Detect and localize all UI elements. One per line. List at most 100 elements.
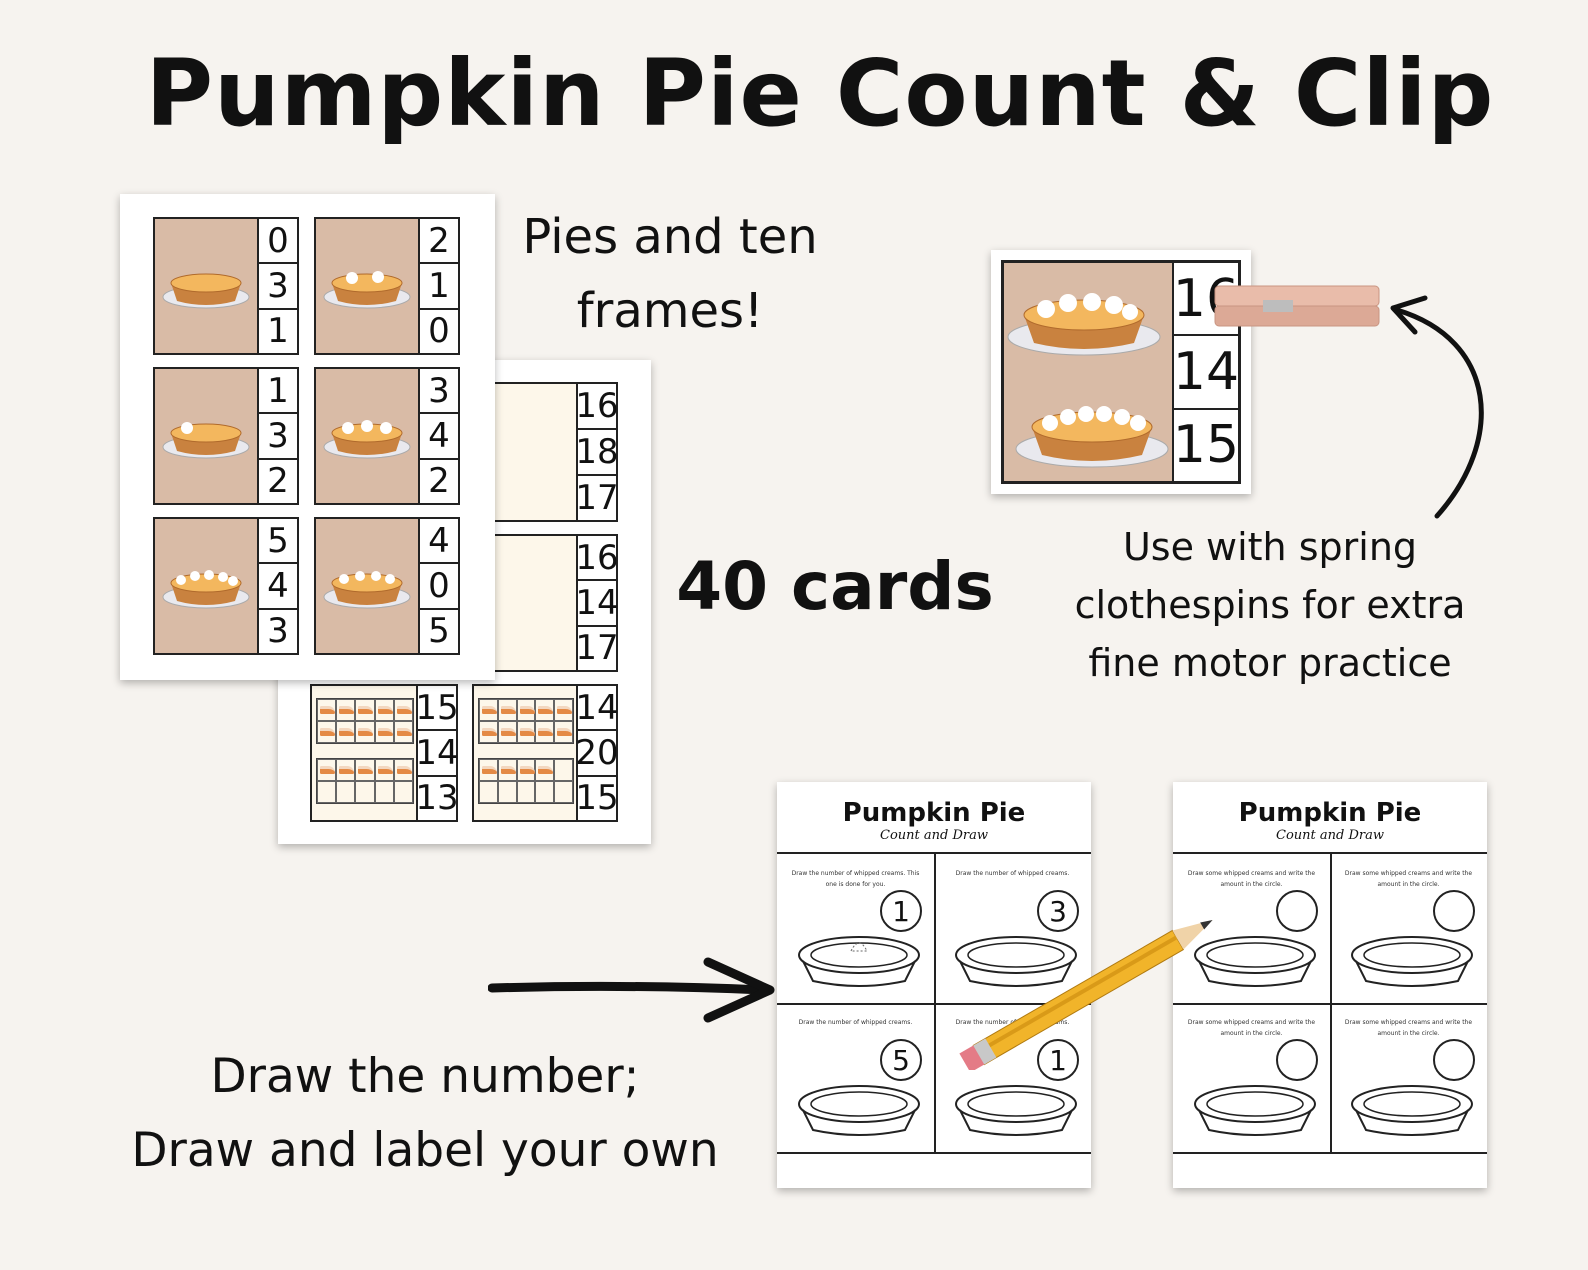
number-choice: 16 xyxy=(575,536,619,582)
number-choices: 0 3 1 xyxy=(257,219,297,353)
pie-outline-icon xyxy=(1351,1085,1473,1136)
number-choice: 4 xyxy=(420,414,458,460)
number-circle xyxy=(1433,1039,1475,1081)
pie-icon xyxy=(162,570,250,609)
caption-line: frames! xyxy=(576,283,764,339)
number-choice: 3 xyxy=(267,611,289,652)
ten-frame xyxy=(478,698,574,744)
number-choice: 0 xyxy=(259,219,297,265)
number-choice: 0 xyxy=(428,311,450,352)
pie-card: 2 1 0 xyxy=(314,217,460,355)
number-circle xyxy=(1276,890,1318,932)
pie-icon xyxy=(162,422,250,459)
pie-image xyxy=(316,369,418,503)
number-circle xyxy=(1433,890,1475,932)
number-choice: 2 xyxy=(428,461,450,502)
number-choice: 3 xyxy=(259,264,297,310)
pie-card: 1 3 2 xyxy=(153,367,299,505)
caption-line: Draw and label your own xyxy=(131,1123,719,1178)
number-choice: 14 xyxy=(1173,336,1239,410)
number-choice: 2 xyxy=(420,219,458,265)
ten-frame xyxy=(316,698,414,744)
pie-icon xyxy=(1007,293,1161,356)
caption-line: clothespins for extra xyxy=(1074,583,1466,627)
number-circle: 1 xyxy=(1037,1039,1079,1081)
pie-image xyxy=(316,519,418,653)
pie-image xyxy=(155,369,257,503)
worksheet-grid: Draw some whipped creams and write the a… xyxy=(1173,852,1487,1154)
number-circle xyxy=(1276,1039,1318,1081)
ten-frame-card: 16 14 17 xyxy=(493,534,619,672)
pie-image xyxy=(1004,263,1172,481)
ten-frame xyxy=(478,758,574,804)
pie-icon xyxy=(162,273,250,309)
pie-icon xyxy=(323,271,411,309)
pie-icon xyxy=(323,420,411,459)
clothespin-icon xyxy=(1214,285,1380,327)
number-choices: 4 0 5 xyxy=(418,519,458,653)
number-choice: 5 xyxy=(259,519,297,565)
card-count-caption: 40 cards xyxy=(676,548,994,625)
worksheet-grid: Draw the number of whipped creams. This … xyxy=(777,852,1091,1154)
caption-line: Draw the number; xyxy=(210,1049,640,1104)
pie-image xyxy=(155,519,257,653)
worksheet-cell: Draw the number of whipped creams. This … xyxy=(777,854,934,1003)
pie-card: 5 4 3 xyxy=(153,517,299,655)
ten-frame-card: 15 14 13 xyxy=(310,684,459,822)
number-choice: 17 xyxy=(575,628,619,669)
number-choice: 17 xyxy=(575,478,619,518)
pie-image xyxy=(316,219,418,353)
pie-outline-icon xyxy=(1351,936,1473,987)
number-choice: 1 xyxy=(259,369,297,415)
number-choice: 14 xyxy=(415,731,459,777)
number-choice: 4 xyxy=(420,519,458,565)
pie-outline-icon xyxy=(955,1085,1077,1136)
number-choice: 14 xyxy=(575,686,619,732)
worksheet-cell: Draw some whipped creams and write the a… xyxy=(1173,1003,1330,1152)
pie-card: 4 0 5 xyxy=(314,517,460,655)
ten-frame-image xyxy=(474,686,576,820)
number-choice: 15 xyxy=(415,686,459,732)
ten-frame-card: 16 18 17 xyxy=(493,382,619,522)
pie-image xyxy=(155,219,257,353)
pie-card: 0 3 1 xyxy=(153,217,299,355)
ten-frame-image xyxy=(495,384,576,520)
number-choice: 20 xyxy=(575,731,619,777)
caption-line: fine motor practice xyxy=(1088,641,1452,685)
pie-card-sheet: 0 3 1 2 1 0 xyxy=(120,194,495,680)
curved-arrow-icon xyxy=(1390,295,1484,519)
number-choice: 1 xyxy=(420,264,458,310)
draw-caption: Draw the number; Draw and label your own xyxy=(95,1040,755,1188)
number-choices: 16 14 15 xyxy=(1172,263,1240,481)
number-choice: 15 xyxy=(1172,415,1240,476)
number-circle: 5 xyxy=(880,1039,922,1081)
cell-instruction: Draw some whipped creams and write the a… xyxy=(1344,1019,1473,1037)
number-choice: 2 xyxy=(267,461,289,502)
worksheet-cell: Draw the number of whipped creams. 5 xyxy=(777,1003,934,1152)
number-choices: 3 4 2 xyxy=(418,369,458,503)
worksheet-cell: Draw some whipped creams and write the a… xyxy=(1173,854,1330,1003)
cell-instruction: Draw the number of whipped creams. This … xyxy=(791,870,920,888)
page-title: Pumpkin Pie Count & Clip xyxy=(145,40,1495,147)
number-choice: 5 xyxy=(428,611,450,652)
number-choices: 15 14 13 xyxy=(415,686,459,820)
pie-outline-icon xyxy=(1194,936,1316,987)
pie-outline-icon xyxy=(955,936,1077,987)
cell-instruction: Draw some whipped creams and write the a… xyxy=(1344,870,1473,888)
number-choice: 13 xyxy=(415,778,459,819)
worksheet-title: Pumpkin Pie xyxy=(842,798,1026,828)
clothespin-caption: Use with spring clothespins for extra fi… xyxy=(1040,518,1500,692)
pencil-icon xyxy=(959,920,1213,1070)
number-choices: 5 4 3 xyxy=(257,519,297,653)
pie-outline-icon xyxy=(798,1085,920,1136)
pies-ten-frames-caption: Pies and ten frames! xyxy=(500,200,840,348)
worksheet-title: Pumpkin Pie xyxy=(1238,798,1422,828)
number-circle: 3 xyxy=(1037,890,1079,932)
number-choices: 1 3 2 xyxy=(257,369,297,503)
number-choice: 4 xyxy=(259,564,297,610)
ten-frame-card: 14 20 15 xyxy=(472,684,619,822)
worksheet-subtitle: Count and Draw xyxy=(1276,828,1384,843)
number-circle: 1 xyxy=(880,890,922,932)
number-choices: 14 20 15 xyxy=(575,686,619,820)
pie-icon xyxy=(323,571,411,609)
